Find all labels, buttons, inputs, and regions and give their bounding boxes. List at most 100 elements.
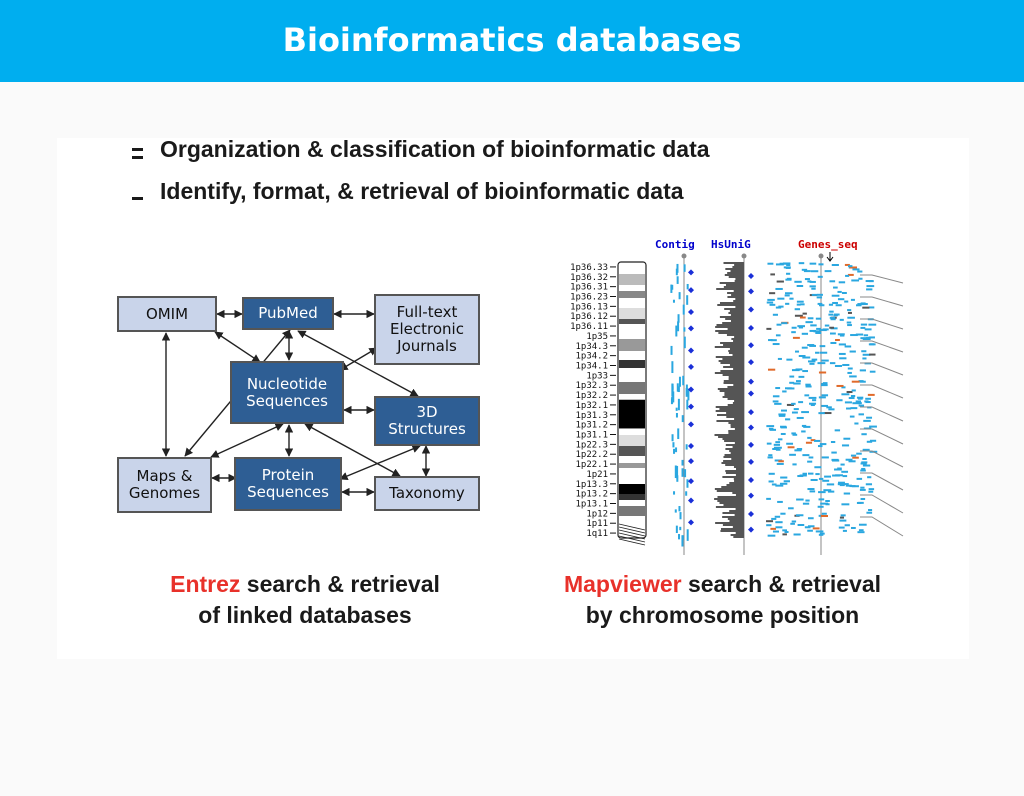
hsunig-density bbox=[730, 424, 744, 426]
hsunig-diamond bbox=[748, 510, 754, 517]
contig-diamond bbox=[688, 421, 694, 428]
gene-bar bbox=[861, 433, 867, 436]
gene-bar bbox=[785, 418, 791, 421]
gene-bar bbox=[781, 409, 787, 412]
bullet-dash-2 bbox=[132, 197, 143, 200]
gene-bar bbox=[775, 526, 783, 529]
hsunig-density bbox=[720, 370, 744, 372]
gene-bar bbox=[861, 350, 867, 353]
gene-bar bbox=[821, 394, 829, 397]
gene-bar bbox=[819, 443, 827, 446]
gene-bar bbox=[794, 314, 803, 317]
gene-bar bbox=[858, 523, 867, 526]
hsunig-density bbox=[715, 326, 744, 328]
gene-bar bbox=[842, 475, 848, 478]
arrow-protein-3d bbox=[339, 445, 421, 480]
contig-segment bbox=[686, 283, 689, 290]
gene-bar bbox=[847, 367, 853, 370]
gene-bar bbox=[800, 303, 805, 306]
hsunig-density bbox=[715, 410, 744, 412]
gene-bar bbox=[787, 446, 795, 449]
gene-bar bbox=[866, 511, 873, 514]
gene-bar bbox=[777, 438, 783, 441]
gene-bar bbox=[849, 415, 855, 418]
hsunig-density bbox=[720, 362, 744, 364]
gene-bar bbox=[817, 362, 826, 365]
gene-bar bbox=[866, 416, 873, 419]
hsunig-density bbox=[735, 298, 744, 300]
contig-diamond bbox=[688, 269, 694, 276]
hsunig-density bbox=[723, 382, 744, 384]
gene-bar bbox=[778, 414, 786, 417]
hsunig-density bbox=[726, 334, 744, 336]
gene-bar bbox=[819, 345, 826, 348]
gene-bar bbox=[862, 357, 867, 360]
gene-bar bbox=[809, 285, 816, 288]
gene-bar bbox=[807, 280, 812, 283]
gene-bar bbox=[818, 371, 827, 374]
gene-bar bbox=[791, 411, 798, 414]
gene-bar bbox=[815, 331, 822, 334]
gene-bar bbox=[858, 413, 864, 416]
gene-bar bbox=[852, 456, 859, 459]
chromosome-band bbox=[619, 368, 645, 382]
gene-bar bbox=[794, 308, 801, 311]
entrez-caption-line2: of linked databases bbox=[198, 602, 412, 628]
gene-bar bbox=[861, 467, 866, 470]
hsunig-density bbox=[723, 366, 744, 368]
contig-track bbox=[670, 253, 694, 555]
contig-segment bbox=[671, 383, 674, 397]
gene-bar bbox=[825, 499, 830, 502]
hsunig-density bbox=[733, 368, 744, 370]
gene-bar bbox=[810, 478, 818, 481]
gene-bar bbox=[772, 395, 780, 398]
hsunig-density bbox=[715, 330, 744, 332]
hsunig-density bbox=[729, 364, 744, 366]
gene-connector bbox=[860, 450, 904, 468]
chromosome-band bbox=[619, 506, 645, 516]
hsunig-density bbox=[717, 500, 744, 502]
node-fulltext-journals: Full-text Electronic Journals bbox=[374, 294, 480, 365]
gene-bar bbox=[768, 472, 775, 475]
band-label: 1p36.23 bbox=[570, 293, 608, 303]
gene-bar bbox=[797, 523, 805, 526]
gene-bar bbox=[781, 322, 788, 325]
contig-segment bbox=[678, 292, 681, 300]
gene-bar bbox=[841, 291, 847, 294]
gene-bar bbox=[851, 279, 860, 282]
node-taxonomy: Taxonomy bbox=[374, 476, 480, 511]
hsunig-density bbox=[732, 446, 744, 448]
gene-bar bbox=[854, 422, 859, 425]
contig-segment bbox=[674, 465, 677, 479]
mapviewer-caption-line2: by chromosome position bbox=[585, 602, 860, 628]
chromosome-band bbox=[619, 274, 645, 285]
gene-bar bbox=[860, 462, 867, 465]
hsunig-density bbox=[719, 282, 744, 284]
gene-bar bbox=[773, 443, 781, 446]
gene-bar bbox=[837, 333, 845, 336]
contig-segment bbox=[682, 304, 685, 315]
gene-bar bbox=[796, 285, 804, 287]
gene-bar bbox=[847, 324, 852, 327]
arrow-nucleotide-maps bbox=[210, 423, 284, 458]
gene-bar bbox=[848, 460, 856, 463]
contig-segment bbox=[676, 465, 679, 479]
bullet-dash-1 bbox=[132, 148, 143, 151]
bullet-text-1: Organization & classification of bioinfo… bbox=[160, 136, 710, 162]
gene-bar bbox=[843, 437, 851, 440]
gene-bar bbox=[807, 436, 812, 439]
heterochromatin-hatch bbox=[618, 523, 646, 531]
hsunig-density bbox=[724, 394, 744, 396]
gene-bar bbox=[771, 517, 777, 520]
hsunig-density bbox=[722, 476, 744, 478]
gene-bar bbox=[862, 448, 870, 451]
gene-bar bbox=[785, 292, 793, 295]
gene-bar bbox=[802, 472, 807, 475]
gene-bar bbox=[786, 358, 793, 361]
gene-bar bbox=[794, 280, 802, 283]
gene-bar bbox=[841, 393, 850, 396]
chromosome-band bbox=[619, 468, 645, 484]
gene-bar bbox=[807, 460, 813, 463]
gene-bar bbox=[868, 323, 877, 326]
gene-bar bbox=[862, 306, 870, 309]
